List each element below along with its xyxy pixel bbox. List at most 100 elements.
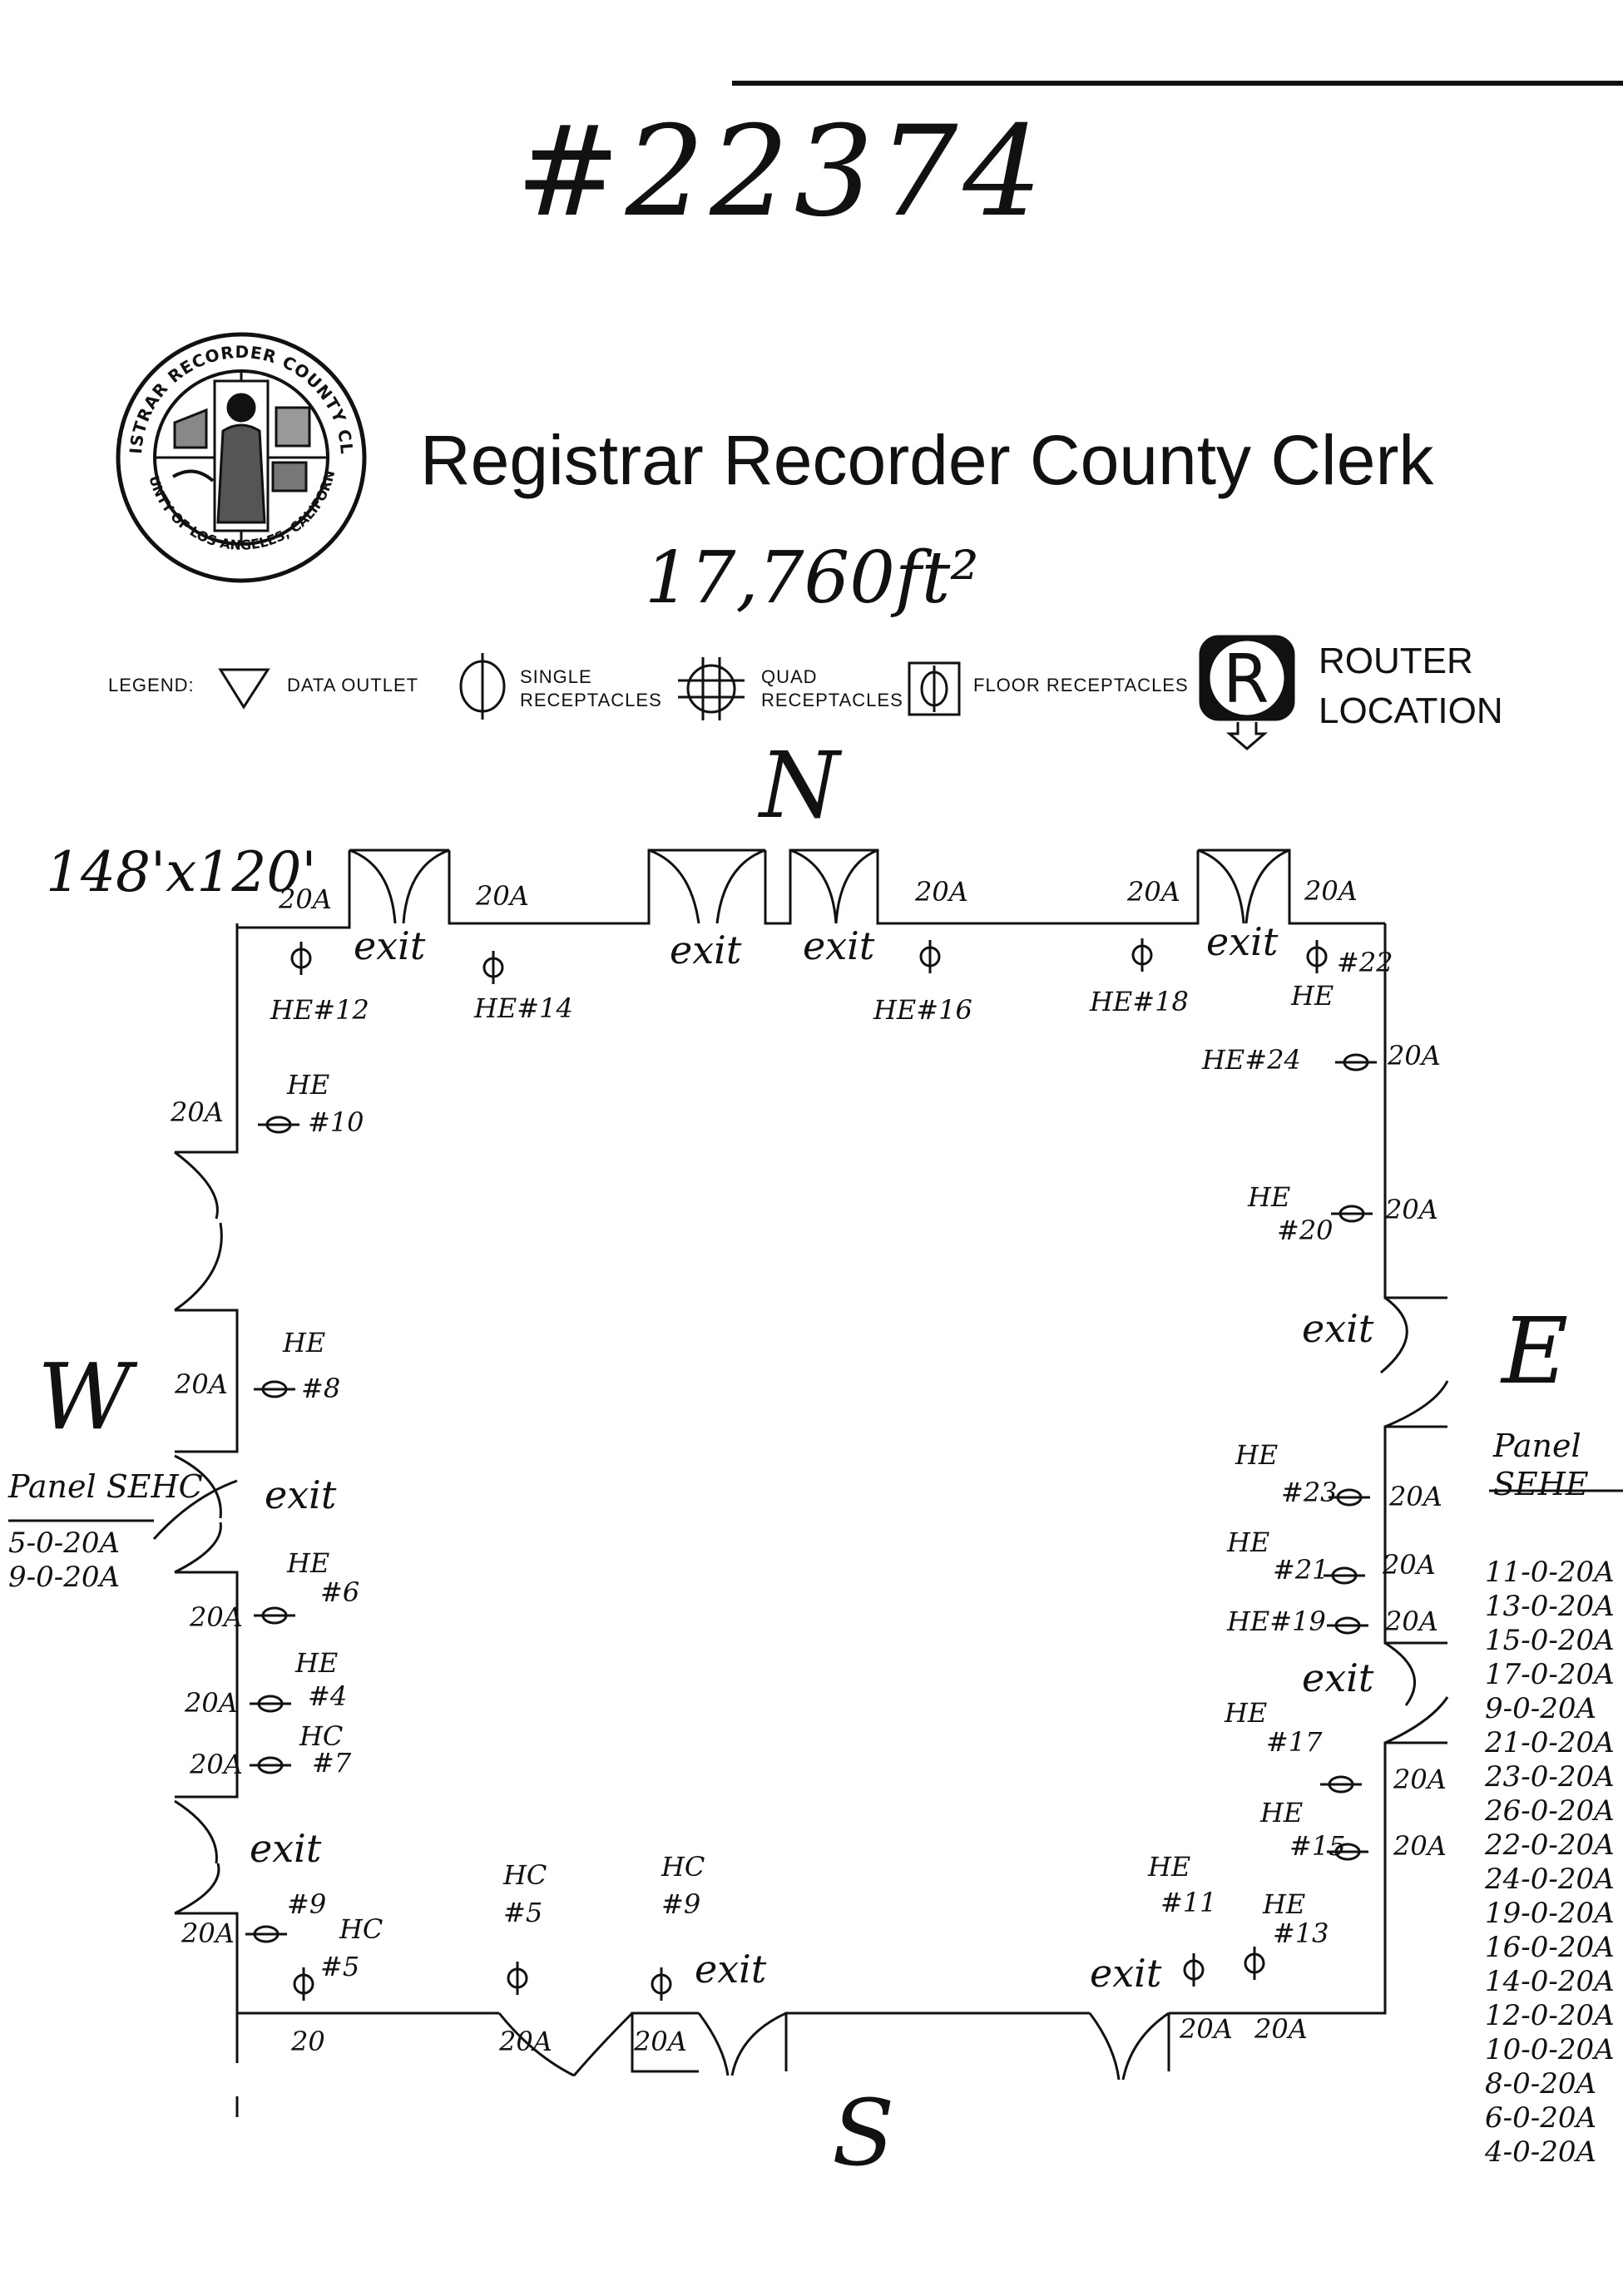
exit-label: exit xyxy=(1206,919,1279,964)
circuit-label: 20A xyxy=(476,880,529,912)
receptacle-label: #13 xyxy=(1273,1917,1329,1949)
panel-west-lines: 5-0-20A 9-0-20A xyxy=(8,1527,120,1595)
router-symbol-letter: R xyxy=(1223,641,1269,718)
panel-line: 14-0-20A xyxy=(1485,1965,1615,1998)
single-receptacle-symbol xyxy=(651,1967,672,2001)
circuit-label: 20A xyxy=(1180,2013,1233,2045)
legend-floor-receptacles: FLOOR RECEPTACLES xyxy=(973,675,1189,695)
door-swing xyxy=(1088,2011,1170,2081)
wall-receptacle-symbol xyxy=(1324,1566,1365,1585)
receptacle-label: HE xyxy=(1248,1181,1291,1213)
single-receptacle-symbol xyxy=(1244,1947,1265,1980)
panel-line: 21-0-20A xyxy=(1485,1726,1615,1759)
west-wall xyxy=(175,1571,239,1799)
exit-label: exit xyxy=(250,1826,322,1871)
floor-receptacle-icon xyxy=(908,661,961,716)
receptacle-label: #11 xyxy=(1160,1887,1217,1918)
panel-line: 8-0-20A xyxy=(1485,2067,1597,2101)
circuit-label: 20A xyxy=(915,876,968,908)
wall-receptacle-symbol xyxy=(258,1116,299,1134)
circuit-label: 20A xyxy=(1389,1481,1442,1512)
panel-line: 9-0-20A xyxy=(8,1561,121,1594)
panel-line: 19-0-20A xyxy=(1485,1897,1615,1930)
door-swing xyxy=(789,849,878,924)
wall-receptacle-symbol xyxy=(1331,1205,1373,1223)
wall-receptacle-symbol xyxy=(1327,1843,1368,1861)
panel-line: 6-0-20A xyxy=(1485,2101,1597,2135)
receptacle-label: #22 xyxy=(1337,947,1393,978)
wall-receptacle-symbol xyxy=(1335,1053,1377,1071)
receptacle-label: HE xyxy=(1260,1797,1304,1828)
north-wall xyxy=(448,849,765,925)
single-receptacle-symbol xyxy=(1183,1953,1205,1987)
exit-label: exit xyxy=(803,923,875,968)
wall-receptacle-group xyxy=(245,1053,1377,1943)
receptacle-label: #9 xyxy=(661,1888,701,1920)
wall-receptacle-symbol xyxy=(245,1925,287,1943)
door-swing xyxy=(174,1150,223,1312)
quad-receptacle-icon xyxy=(678,657,745,720)
circuit-label: 20A xyxy=(1385,1194,1438,1225)
circuit-label: 20A xyxy=(1385,1606,1438,1637)
circuit-label: 20A xyxy=(185,1687,238,1719)
east-wall xyxy=(1169,1741,1447,2015)
receptacle-label: HE xyxy=(287,1069,330,1101)
south-wall xyxy=(784,2011,1090,2071)
west-wall xyxy=(175,1912,239,2063)
exit-label: exit xyxy=(695,1947,767,1992)
panel-line: 22-0-20A xyxy=(1485,1828,1615,1862)
wall-receptacle-symbol xyxy=(1327,1616,1368,1635)
exit-label: exit xyxy=(354,923,426,968)
receptacle-label: #17 xyxy=(1266,1726,1323,1758)
receptacle-label: HE#18 xyxy=(1090,986,1189,1017)
receptacle-label: #6 xyxy=(320,1576,360,1608)
panel-line: 16-0-20A xyxy=(1485,1931,1615,1964)
door-swing xyxy=(174,1454,222,1574)
circuit-label: 20A xyxy=(1383,1549,1436,1581)
receptacle-label: HE#14 xyxy=(474,992,573,1024)
receptacle-label: #15 xyxy=(1289,1830,1346,1862)
receptacle-label: #10 xyxy=(308,1106,364,1138)
legend-quad-receptacles: QUAD RECEPTACLES xyxy=(761,666,903,712)
legend-router-location: ROUTER LOCATION xyxy=(1319,636,1503,736)
panel-line: 13-0-20A xyxy=(1485,1590,1615,1623)
receptacle-label: HC xyxy=(339,1913,383,1945)
circuit-label: 20A xyxy=(1127,876,1180,908)
compass-west: W xyxy=(37,1343,132,1450)
circuit-label: 20A xyxy=(634,2026,687,2057)
receptacle-label: #9 xyxy=(287,1888,327,1920)
receptacle-label: HC xyxy=(299,1720,344,1752)
compass-east: E xyxy=(1502,1298,1569,1404)
receptacle-label: HE xyxy=(287,1547,330,1579)
circuit-label: 20A xyxy=(1304,875,1358,907)
receptacle-label: HC xyxy=(661,1851,705,1883)
panel-line: 12-0-20A xyxy=(1485,1999,1615,2032)
circuit-label: 20A xyxy=(279,883,332,915)
single-receptacle-group xyxy=(290,938,1328,2001)
circuit-label: 20A xyxy=(171,1096,224,1128)
wall-receptacle-symbol xyxy=(1329,1488,1370,1507)
door-swing xyxy=(174,1799,220,1915)
legend-label: LEGEND: xyxy=(108,675,195,695)
receptacle-label: HE xyxy=(295,1647,339,1679)
exit-label: exit xyxy=(265,1472,337,1517)
single-receptacle-symbol xyxy=(1306,940,1328,973)
wall-receptacle-symbol xyxy=(254,1380,295,1398)
legend-router-line-2: LOCATION xyxy=(1319,690,1503,731)
receptacle-label: #8 xyxy=(301,1373,341,1404)
receptacle-label: HE#24 xyxy=(1202,1044,1301,1076)
door-swing xyxy=(697,2011,787,2076)
circuit-label: 20A xyxy=(190,1749,243,1780)
panel-line: 5-0-20A xyxy=(8,1527,121,1560)
panel-line: 10-0-20A xyxy=(1485,2033,1615,2066)
panel-line: 23-0-20A xyxy=(1485,1760,1615,1794)
east-wall xyxy=(1383,923,1447,1299)
circuit-label: 20A xyxy=(175,1368,228,1400)
wall-receptacle-symbol xyxy=(1320,1775,1362,1794)
panel-line: 15-0-20A xyxy=(1485,1624,1615,1657)
door-swing xyxy=(1197,849,1290,924)
receptacle-label: HE xyxy=(1227,1527,1270,1558)
legend-single-line-1: SINGLE xyxy=(520,666,592,687)
circuit-label: 20A xyxy=(1254,2013,1308,2045)
